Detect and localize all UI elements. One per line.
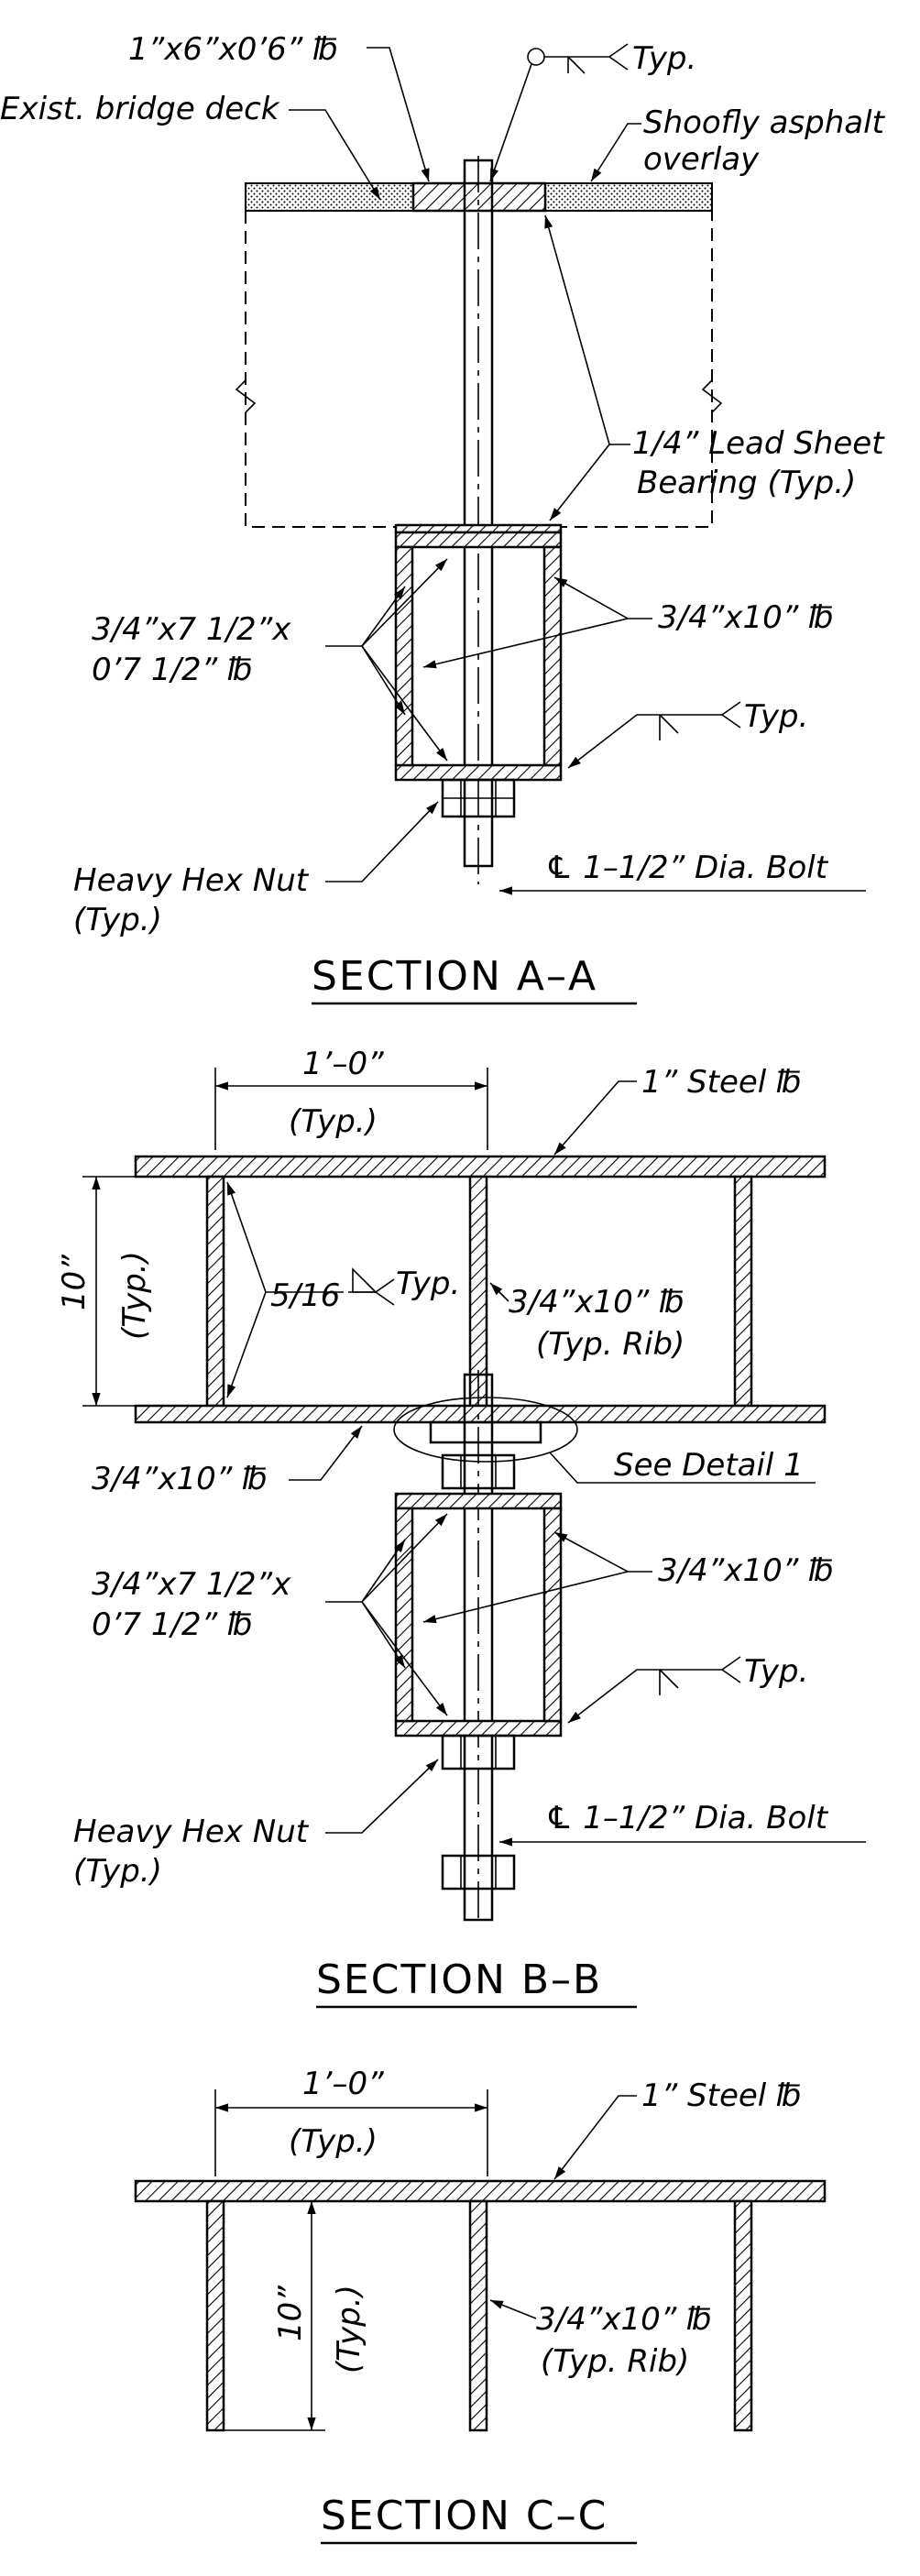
rib-3-cc [733,2199,753,2432]
label-side-plate-1-bb: 3/4”x7 1/2”x [92,1566,291,1603]
rib-1-bb [205,1175,225,1408]
label-side-plate-2: 0’7 1/2” ℔ [92,652,253,688]
splice-plate-bb [429,1420,542,1444]
weld-symbol-circle [527,48,545,66]
rib-3-bb [733,1175,753,1408]
detail-1-callout [393,1397,578,1463]
section-cc: 1’–0” (Typ.) 10” (Typ.) 3/4”x10” ℔ (Typ.… [134,2066,827,2545]
section-bb: 1’–0” (Typ.) 10” (Typ.) 5/16 Typ. 3/4”x1… [56,1046,866,2009]
weld-size-bb: 5/16 [270,1277,340,1314]
label-nut-2-bb: (Typ.) [73,1853,162,1890]
box-top-plate-bb [394,1492,563,1510]
label-bolt: ℄ 1–1/2” Dia. Bolt [545,850,829,886]
nut-lower-2-bb [441,1854,516,1891]
label-steel-plate-bb: 1” Steel ℔ [641,1064,802,1101]
bottom-plate-bb [134,1404,827,1424]
title-section-aa: SECTION A–A [312,953,597,1000]
title-section-bb: SECTION B–B [316,1957,602,2003]
label-rib-1-cc: 3/4”x10” ℔ [536,2301,712,2338]
top-plate [411,181,547,213]
label-rib-1-bb: 3/4”x10” ℔ [509,1284,685,1321]
label-see-detail: See Detail 1 [614,1447,804,1484]
section-aa: 1”x6”x0’6” ℔ Typ. Exist. bridge deck Sho… [0,31,886,1005]
label-weld-typ-box: Typ. [744,698,808,735]
existing-deck [245,182,414,212]
label-lead-2: Bearing (Typ.) [637,465,856,501]
box-top-plate-aa [394,531,563,549]
label-weld-typ-box-bb: Typ. [744,1653,808,1690]
box-left-plate-aa [394,545,414,767]
dim-spacing-typ-bb: (Typ.) [289,1103,378,1140]
label-rib-2-cc: (Typ. Rib) [541,2343,689,2380]
dim-height-cc: 10” [272,2286,309,2341]
box-left-plate-bb [394,1507,414,1723]
label-side-plate-2-bb: 0’7 1/2” ℔ [92,1606,253,1643]
label-nut-1-bb: Heavy Hex Nut [73,1814,310,1850]
rib-2-cc [468,2199,488,2432]
nut-upper-bb [441,1453,516,1490]
label-lead-1: 1/4” Lead Sheet [632,425,885,462]
label-nut-2: (Typ.) [73,902,162,938]
label-bottom-plate-bb: 3/4”x10” ℔ [92,1461,268,1497]
title-section-cc: SECTION C–C [321,2493,608,2539]
dim-height-typ-cc: (Typ.) [331,2285,367,2373]
rib-1-cc [205,2199,225,2432]
dim-spacing-typ-cc: (Typ.) [289,2123,378,2160]
label-nut-1: Heavy Hex Nut [73,862,310,899]
steel-plate-cc [134,2179,827,2203]
break-right [701,379,723,413]
label-exist-deck: Exist. bridge deck [0,91,280,127]
label-web-plate-bb: 3/4”x10” ℔ [658,1552,834,1589]
break-left [235,379,257,413]
box-bottom-plate-bb [394,1719,563,1737]
label-side-plate-1: 3/4”x7 1/2”x [92,611,291,648]
dim-height-typ-bb: (Typ.) [116,1251,153,1340]
label-weld-typ-top: Typ. [632,40,696,77]
box-right-plate-bb [542,1507,563,1723]
label-plate-top: 1”x6”x0’6” ℔ [128,31,338,68]
dim-spacing-bb: 1’–0” [302,1046,384,1082]
label-shoofly-2: overlay [643,141,760,178]
nut-lower-1-bb [441,1734,516,1770]
weld-typ-bb: Typ. [396,1266,460,1302]
box-right-plate-aa [542,545,563,767]
label-shoofly-1: Shoofly asphalt [643,104,886,141]
dim-spacing-cc: 1’–0” [302,2066,384,2102]
box-bottom-plate-aa [394,763,563,782]
asphalt-overlay [544,182,713,212]
label-steel-plate-cc: 1” Steel ℔ [641,2077,802,2114]
label-web-plate: 3/4”x10” ℔ [658,599,834,636]
steel-plate-bb [134,1155,827,1178]
label-rib-2-bb: (Typ. Rib) [536,1326,685,1363]
label-bolt-bb: ℄ 1–1/2” Dia. Bolt [545,1800,829,1836]
dim-height-bb: 10” [56,1255,93,1310]
